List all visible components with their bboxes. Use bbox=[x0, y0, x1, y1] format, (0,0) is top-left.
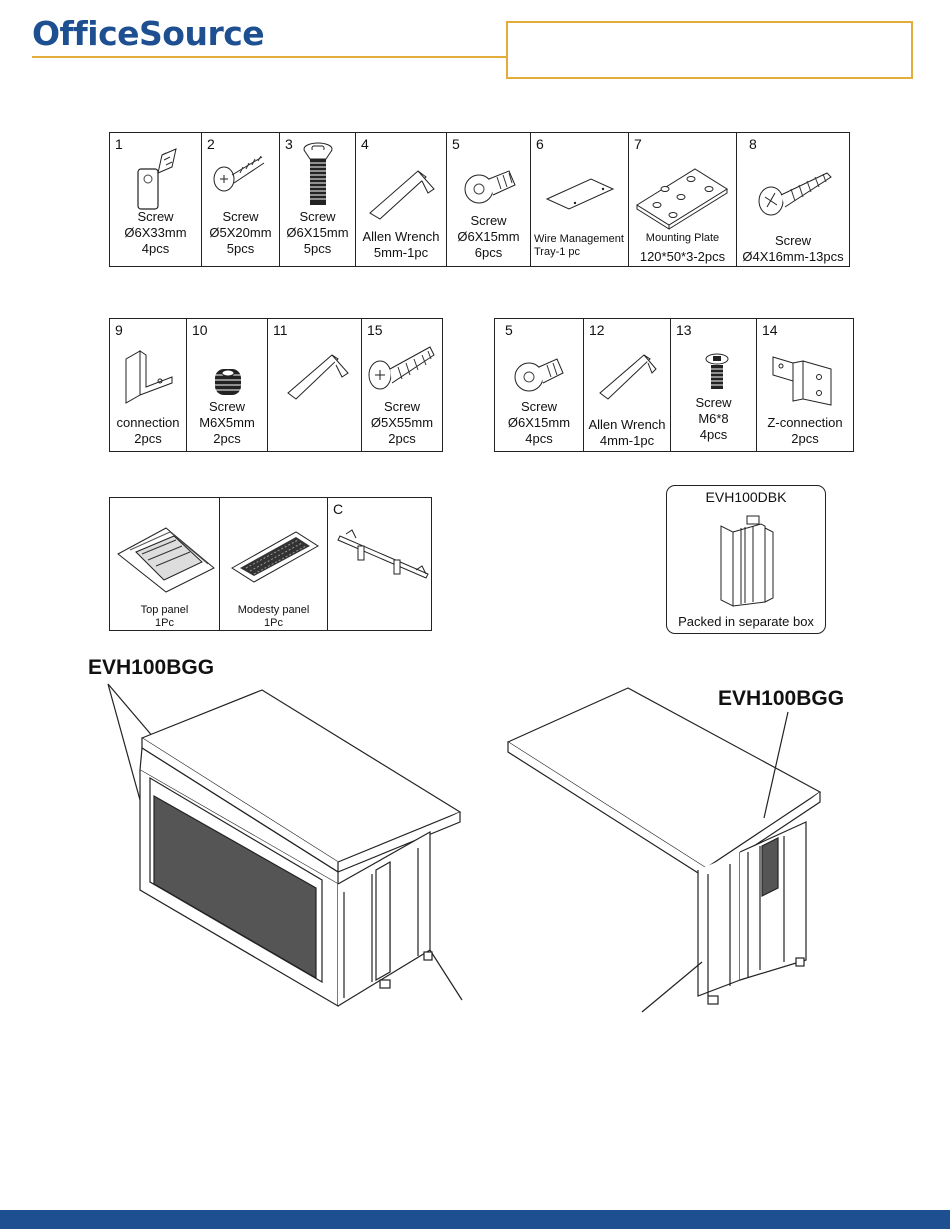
part-caption: connection 2pcs bbox=[116, 415, 180, 446]
part-number: 7 bbox=[634, 136, 642, 152]
flat-screw-icon bbox=[303, 142, 333, 205]
part-cell: 7 Mounting Plate 120*50*3-2pcs bbox=[629, 133, 737, 266]
part-number: 13 bbox=[676, 322, 692, 338]
mounting-plate-icon bbox=[636, 168, 728, 230]
modesty-panel-icon bbox=[231, 531, 319, 583]
part-caption: Screw M6*8 4pcs bbox=[695, 395, 732, 442]
screw-icon bbox=[514, 358, 564, 392]
panel-caption: Modesty panel 1Pc bbox=[237, 604, 310, 629]
part-number: 15 bbox=[367, 322, 383, 338]
hardware-table-2: 9 connection 2pcs 10 Screw M6X5mm 2pcs 1… bbox=[109, 318, 443, 452]
part-number: 4 bbox=[361, 136, 369, 152]
part-number: 9 bbox=[115, 322, 123, 338]
top-panel-icon bbox=[117, 527, 215, 593]
part-caption: Allen Wrench 5mm-1pc bbox=[362, 229, 440, 260]
bolt-icon bbox=[137, 148, 177, 210]
part-number: 14 bbox=[762, 322, 778, 338]
left-model-label: EVH100BGG bbox=[88, 656, 215, 679]
part-cell: 3 Screw Ø6X15mm 5pcs bbox=[280, 133, 356, 266]
allen-wrench-icon bbox=[599, 354, 657, 400]
part-caption-title: Mounting Plate bbox=[645, 232, 720, 244]
panels-table: Top panel 1Pc Modesty panel 1Pc C bbox=[109, 497, 432, 631]
part-caption: Screw Ø5X55mm 2pcs bbox=[370, 399, 434, 446]
footer-bar bbox=[0, 1210, 950, 1229]
panel-cell: Top panel 1Pc bbox=[110, 498, 220, 630]
part-number: 6 bbox=[536, 136, 544, 152]
part-caption: Screw Ø4X16mm-13pcs bbox=[742, 233, 844, 264]
left-desk-drawing bbox=[139, 689, 462, 1008]
part-caption: Screw Ø6X15mm 5pcs bbox=[286, 209, 349, 256]
part-number: 8 bbox=[749, 136, 757, 152]
panel-cell: Modesty panel 1Pc bbox=[220, 498, 328, 630]
l-bracket-icon bbox=[125, 350, 173, 404]
wood-screw-icon bbox=[758, 172, 832, 216]
separate-box-note: Packed in separate box bbox=[678, 614, 814, 629]
part-cell: 15 Screw Ø5X55mm 2pcs bbox=[362, 319, 442, 451]
part-cell: 8 Screw Ø4X16mm-13pcs bbox=[737, 133, 849, 266]
part-cell: 4 Allen Wrench 5mm-1pc bbox=[356, 133, 447, 266]
part-caption: Wire Management Tray-1 pc bbox=[534, 233, 624, 258]
panel-cell: C bbox=[328, 498, 431, 630]
part-cell: 1 Screw Ø6X33mm 4pcs bbox=[110, 133, 202, 266]
screw-icon bbox=[213, 155, 265, 192]
set-screw-icon bbox=[215, 369, 241, 395]
part-number: 10 bbox=[192, 322, 208, 338]
part-number: 2 bbox=[207, 136, 215, 152]
hardware-table-1: 1 Screw Ø6X33mm 4pcs 2 Screw Ø5X20mm 5pc… bbox=[109, 132, 850, 267]
part-cell: 6 Wire Management Tray-1 pc bbox=[531, 133, 629, 266]
panel-label: C bbox=[333, 501, 344, 517]
part-caption: Screw Ø6X33mm 4pcs bbox=[124, 209, 187, 256]
part-caption: Screw Ø6X15mm 6pcs bbox=[457, 213, 520, 260]
part-caption: Screw Ø5X20mm 5pcs bbox=[209, 209, 272, 256]
part-caption: Screw Ø6X15mm 4pcs bbox=[507, 399, 571, 446]
part-caption: Z-connection 2pcs bbox=[767, 415, 843, 446]
separate-box-frame: EVH100DBK Packed in separate box bbox=[666, 485, 826, 634]
separate-box-code: EVH100DBK bbox=[705, 489, 787, 505]
part-number: 3 bbox=[285, 136, 293, 152]
allen-wrench-icon bbox=[287, 354, 349, 400]
part-number: 5 bbox=[505, 322, 513, 338]
part-cell: 5 Screw Ø6X15mm 6pcs bbox=[447, 133, 531, 266]
right-model-label: EVH100BGG bbox=[718, 687, 845, 710]
panel-caption: Top panel 1Pc bbox=[140, 604, 189, 629]
part-cell: 2 Screw Ø5X20mm 5pcs bbox=[202, 133, 280, 266]
part-cell: 10 Screw M6X5mm 2pcs bbox=[187, 319, 268, 451]
screw-icon bbox=[368, 346, 435, 390]
part-caption: Screw M6X5mm 2pcs bbox=[199, 399, 255, 446]
part-cell: 5 Screw Ø6X15mm 4pcs bbox=[495, 319, 584, 451]
part-number: 1 bbox=[115, 136, 123, 152]
tray-icon bbox=[545, 178, 615, 210]
brand-logo: OfficeSource bbox=[32, 14, 265, 53]
right-desk-drawing bbox=[506, 687, 822, 1005]
support-bar-icon bbox=[337, 529, 429, 579]
hardware-table-3: 5 Screw Ø6X15mm 4pcs 12 Allen Wrench 4mm… bbox=[494, 318, 854, 452]
part-caption: Allen Wrench 4mm-1pc bbox=[588, 417, 666, 448]
part-number: 11 bbox=[273, 322, 288, 338]
z-bracket-icon bbox=[772, 356, 832, 406]
header-rule bbox=[32, 56, 508, 58]
part-number: 5 bbox=[452, 136, 460, 152]
part-number: 12 bbox=[589, 322, 605, 338]
screw-icon bbox=[464, 170, 516, 204]
desk-leg-icon bbox=[720, 515, 774, 607]
flat-screw-icon bbox=[705, 353, 729, 389]
part-cell: 9 connection 2pcs bbox=[110, 319, 187, 451]
left-leader-lines bbox=[107, 683, 463, 1001]
right-leader-lines bbox=[641, 711, 789, 1013]
part-cell: 13 Screw M6*8 4pcs bbox=[671, 319, 757, 451]
part-cell: 12 Allen Wrench 4mm-1pc bbox=[584, 319, 671, 451]
part-caption: 120*50*3-2pcs bbox=[639, 249, 726, 264]
header-info-box bbox=[506, 21, 913, 79]
part-cell: 14 Z-connection 2pcs bbox=[757, 319, 853, 451]
part-cell: 11 bbox=[268, 319, 362, 451]
allen-wrench-icon bbox=[369, 170, 435, 220]
